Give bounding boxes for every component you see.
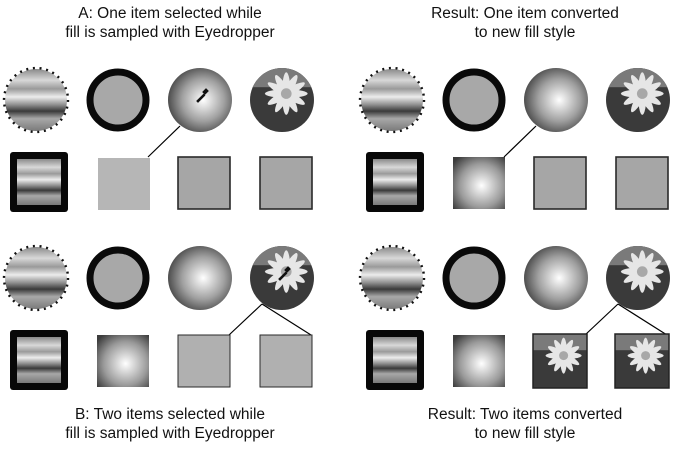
square-stripe-fill [17,337,61,383]
flower-fill [250,68,314,132]
square-light-fill [98,158,150,210]
stripe-fill-circle [5,69,67,131]
circle-flower [606,246,670,310]
caption-a-result: Result: One item converted to new fill s… [355,4,675,42]
flower-fill [606,68,670,132]
square-radial-fill [97,335,149,387]
stripe-fill-circle [361,247,423,309]
dotted-border [2,244,70,312]
connector-line [617,303,668,336]
circle-ring [86,68,150,132]
panel-a-before [2,66,314,212]
dotted-border [2,66,70,134]
caption-b-before: B: Two items selected while fill is samp… [0,405,340,443]
square-radial-fill [453,157,505,209]
square-solid-fill [533,156,587,210]
circle-radial [168,246,232,310]
circle-flower [250,246,314,310]
square-stripe-fill [17,159,61,205]
circle-stripes [358,66,426,134]
stripe-fill-circle [5,247,67,309]
radial-fill-circle [168,246,232,310]
ring-circle [86,68,150,132]
panel-b-before [2,244,314,390]
caption-line: A: One item selected while [78,5,262,22]
square-stripe-fill [373,337,417,383]
square-solid-fill [177,156,231,210]
square-stripe-fill [373,159,417,205]
circle-radial [524,246,588,310]
circle-stripes [358,244,426,312]
circle-flower [250,68,314,132]
circle-stripes [2,66,70,134]
circle-ring [86,246,150,310]
connector-line [584,303,619,336]
circle-ring [442,68,506,132]
flower-image [606,68,670,132]
square-solid-fill [259,334,313,388]
circle-radial [168,68,232,132]
caption-a-before: A: One item selected while fill is sampl… [0,4,340,42]
square-border [614,333,670,389]
connector-line [147,125,181,158]
dotted-border [358,244,426,312]
radial-fill-circle [524,246,588,310]
flower-fill [606,246,670,310]
eyedropper-icon [278,266,291,281]
connector-line [503,125,537,158]
eyedropper-icon [196,88,209,103]
square-solid-fill [615,156,669,210]
connector-line [228,303,263,336]
connector-line [261,303,312,336]
circle-stripes [2,244,70,312]
dotted-border [358,66,426,134]
circle-ring [442,246,506,310]
square-border [532,333,588,389]
panel-b-result [358,244,670,390]
ring-circle [442,246,506,310]
circle-flower [606,68,670,132]
caption-line: Result: Two items converted [427,406,623,423]
caption-line: fill is sampled with Eyedropper [65,425,275,442]
stripe-fill-circle [361,69,423,131]
radial-fill-circle [524,68,588,132]
square-solid-fill [259,156,313,210]
circle-radial [524,68,588,132]
caption-line: fill is sampled with Eyedropper [65,24,275,41]
square-flower-fill [533,334,587,388]
caption-line: to new fill style [474,425,576,442]
caption-line: B: Two items selected while [74,406,266,423]
caption-line: Result: One item converted [431,5,619,22]
caption-line: to new fill style [474,24,576,41]
square-flower-fill [615,334,669,388]
flower-image [606,246,670,310]
panel-a-result [358,66,670,212]
caption-b-result: Result: Two items converted to new fill … [355,405,675,443]
ring-circle [442,68,506,132]
square-radial-fill [453,335,505,387]
ring-circle [86,246,150,310]
square-solid-fill [177,334,231,388]
flower-image [250,68,314,132]
